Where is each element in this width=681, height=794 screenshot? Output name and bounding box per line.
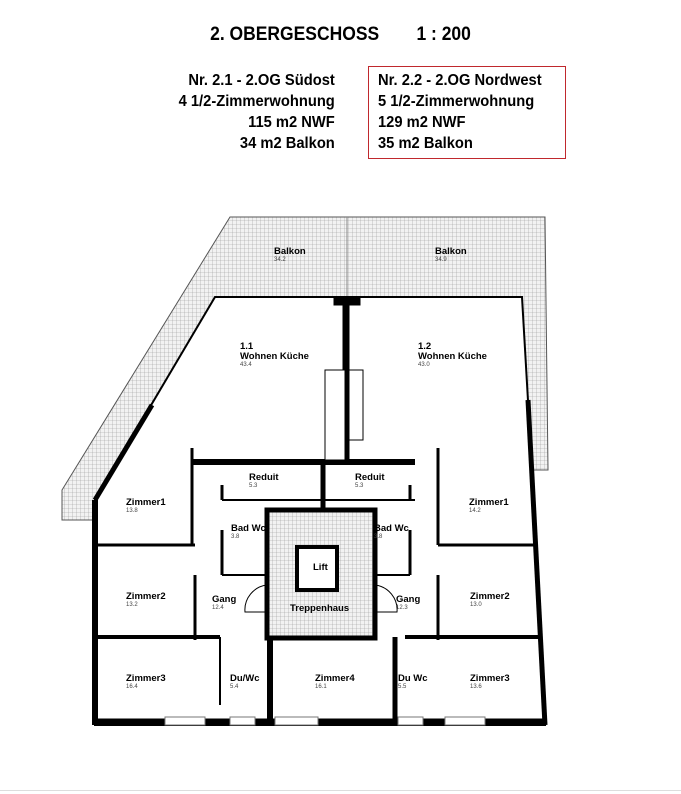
unit-area: 115 m2 NWF xyxy=(248,114,335,131)
unit-info-2-1: Nr. 2.1 - 2.OG Südost 4 1/2-Zimmerwohnun… xyxy=(179,70,335,154)
floor-title: 2. OBERGESCHOSS xyxy=(210,24,380,45)
unit-info-2-2: Nr. 2.2 - 2.OG Nordwest 5 1/2-Zimmerwohn… xyxy=(378,70,542,154)
unit-type: 4 1/2-Zimmerwohnung xyxy=(178,93,335,110)
kitchen-counter xyxy=(348,369,364,441)
divider xyxy=(0,790,681,791)
unit-type: 5 1/2-Zimmerwohnung xyxy=(378,93,535,110)
windows xyxy=(164,716,486,726)
unit-balcony: 35 m2 Balkon xyxy=(378,135,473,152)
lift-shaft xyxy=(295,545,339,592)
room-lift: Lift xyxy=(313,562,328,573)
door-swing-left xyxy=(244,584,268,613)
room-treppenhaus: Treppenhaus xyxy=(290,603,350,614)
door-swing-right xyxy=(374,584,398,613)
unit-name: Nr. 2.1 - 2.OG Südost xyxy=(188,72,335,89)
kitchen-counter xyxy=(324,369,346,461)
unit-area: 129 m2 NWF xyxy=(378,114,466,131)
unit-balcony: 34 m2 Balkon xyxy=(240,135,335,152)
plan-title: 2. OBERGESCHOSS 1 : 200 xyxy=(27,24,654,46)
highlight-box xyxy=(368,66,566,159)
scale-label: 1 : 200 xyxy=(416,24,471,45)
unit-name: Nr. 2.2 - 2.OG Nordwest xyxy=(378,72,542,89)
